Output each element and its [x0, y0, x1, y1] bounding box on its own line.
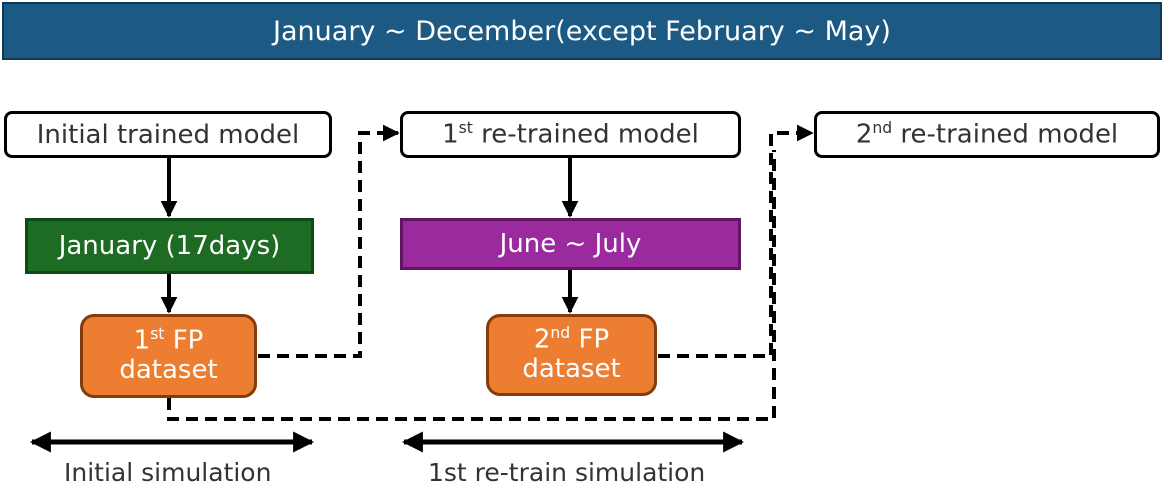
first-fp-dataset-title: 1st FP — [133, 324, 204, 356]
first-fp-dataset-subtitle: dataset — [119, 355, 218, 386]
first-retrained-model-box: 1st re-trained model — [400, 111, 741, 158]
second-fp-dataset-box: 2nd FP dataset — [486, 314, 657, 396]
january-period-box: January (17days) — [25, 218, 314, 274]
second-fp-dataset-subtitle: dataset — [522, 354, 621, 385]
june-july-period-box: June ~ July — [400, 218, 741, 270]
dashed-link-fp2-to-retrained2 — [658, 124, 814, 358]
first-retrained-model-label: 1st re-trained model — [442, 119, 699, 150]
period-banner: January ~ December(except February ~ May… — [2, 2, 1162, 60]
second-retrained-model-label: 2nd re-trained model — [855, 119, 1119, 150]
january-period-label: January (17days) — [58, 231, 281, 261]
initial-trained-model-label: Initial trained model — [36, 119, 300, 150]
dashed-link-fp1-to-retrained2 — [167, 150, 776, 421]
first-fp-dataset-box: 1st FP dataset — [80, 314, 257, 398]
second-retrained-model-box: 2nd re-trained model — [814, 111, 1160, 158]
second-fp-dataset-title: 2nd FP — [533, 323, 610, 355]
dashed-link-fp1-to-retrained1 — [258, 124, 400, 358]
retrain-simulation-caption: 1st re-train simulation — [428, 458, 706, 487]
initial-trained-model-box: Initial trained model — [4, 111, 332, 158]
june-july-period-label: June ~ July — [499, 229, 642, 259]
initial-simulation-caption: Initial simulation — [64, 458, 272, 487]
